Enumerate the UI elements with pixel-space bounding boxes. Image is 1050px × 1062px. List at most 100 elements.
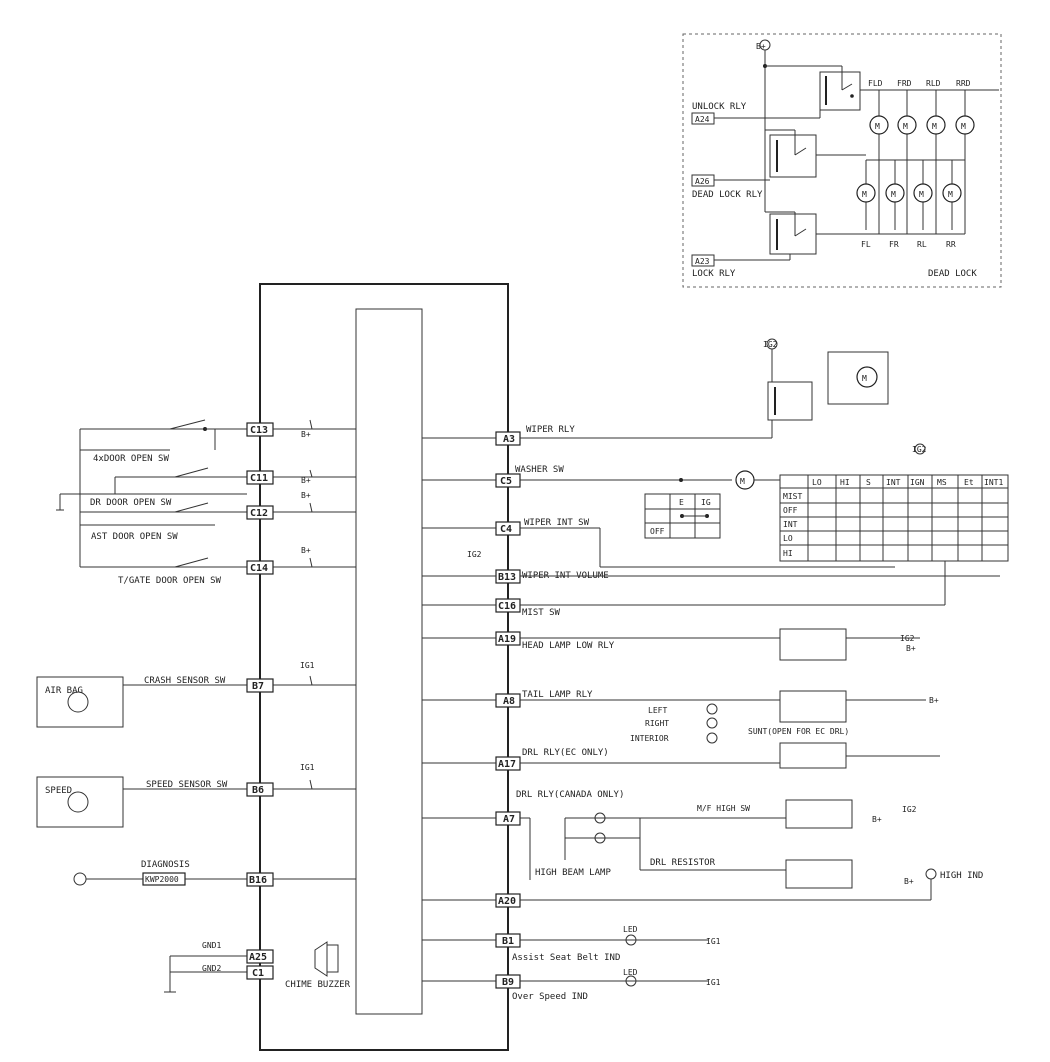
motor-label-fl: FL: [861, 240, 871, 249]
drl-resistor-label: DRL RESISTOR: [650, 858, 716, 868]
lamp-left-label: LEFT: [648, 706, 667, 715]
pullups: B+ B+ B+ B+ IG1 IG1: [273, 419, 356, 790]
mf-high-switch: [785, 799, 853, 829]
pin-c11-id: C11: [250, 473, 268, 484]
washer-col-ig: IG: [701, 498, 711, 507]
supply-bplus-lock: B+: [756, 42, 766, 51]
unlock-relay: [819, 71, 861, 111]
wiper-col-ms: MS: [937, 478, 947, 487]
wiper-row-mist: MIST: [783, 492, 802, 501]
pin-b13-id: B13: [498, 572, 516, 583]
pin-c14-id: C14: [250, 563, 268, 574]
wiper-rly-label: WIPER RLY: [526, 425, 575, 435]
high-beam-lamp-label: HIGH BEAM LAMP: [535, 868, 611, 878]
wiper-row-lo: LO: [783, 534, 793, 543]
pin-b6-id: B6: [252, 785, 264, 796]
pin-a20-id: A20: [498, 896, 516, 907]
airbag-label: AIR BAG: [45, 686, 83, 696]
lamp-interior-label: INTERIOR: [630, 734, 669, 743]
mf-high-label: M/F HIGH SW: [697, 804, 750, 813]
lamp-interior-icon: [706, 732, 718, 744]
lamp-right-icon: [706, 717, 718, 729]
drl-ec-relay: [779, 742, 847, 769]
bplus-drl-label: B+: [904, 877, 914, 886]
wiper-row-int: INT: [783, 520, 798, 529]
ig1-led1-label: IG1: [706, 937, 721, 946]
drl-rly-ec-label: DRL RLY(EC ONLY): [522, 748, 609, 758]
tail-lamp-relay: [779, 690, 847, 723]
tail-lamp-rly-label: TAIL LAMP RLY: [522, 690, 593, 700]
led-indicators: LED IG1 LED IG1: [520, 925, 721, 987]
drl-canada-label: DRL RLY(CANADA ONLY): [516, 790, 624, 800]
wiper-col-et: Et: [964, 478, 974, 487]
motor-fl-icon: M: [862, 190, 867, 199]
dead-lock-relay: [769, 134, 817, 178]
wiper-motor-icon: M: [862, 374, 867, 383]
washer-switch-table: [644, 493, 721, 539]
b-plus-diag-terminal: [73, 872, 87, 886]
washer-sw-label: WASHER SW: [515, 465, 564, 475]
motor-label-frd: FRD: [897, 79, 912, 88]
pin-b7-id: B7: [252, 681, 264, 692]
wiper-row-hi: HI: [783, 549, 793, 558]
motor-label-fld: FLD: [868, 79, 883, 88]
high-ind-label: HIGH IND: [940, 871, 983, 881]
pin-c12-id: C12: [250, 508, 268, 519]
airbag-module: [36, 676, 124, 728]
motor-rr-icon: M: [948, 190, 953, 199]
assist-seat-belt-label: Assist Seat Belt IND: [512, 953, 620, 963]
washer-section: M E IG OFF: [520, 470, 780, 539]
gnd2-label: GND2: [202, 964, 221, 973]
top-motors: M M M M: [869, 90, 975, 234]
washer-col-e: E: [679, 498, 684, 507]
ig1-led2-label: IG1: [706, 978, 721, 987]
chime-buzzer-label: CHIME BUZZER: [285, 980, 351, 990]
door-switches: 4xDOOR OPEN SW DR DOOR OPEN SW AST DOOR …: [56, 419, 247, 586]
bplus-1-label: B+: [301, 430, 311, 439]
wiper-col-lo: LO: [812, 478, 822, 487]
wiper-switch-table: IG2 LO HI S INT IGN MS Et INT1 MIST OFF …: [520, 443, 1009, 606]
motor-label-rrd: RRD: [956, 79, 971, 88]
door-sw-ast-label: AST DOOR OPEN SW: [91, 532, 178, 542]
sunt-label: SUNT(OPEN FOR EC DRL): [748, 727, 849, 736]
drl-lamp-1-icon: [594, 812, 606, 824]
bplus-3-label: B+: [301, 491, 311, 500]
ecu-logic-block: [355, 308, 423, 1015]
pin-a17-id: A17: [498, 759, 516, 770]
drl-canada-relay: [785, 859, 853, 889]
pin-c1-id: C1: [252, 968, 264, 979]
motor-label-rr: RR: [946, 240, 956, 249]
dead-lock-rly-label: DEAD LOCK RLY: [692, 190, 763, 200]
ig2-mf-label: IG2: [902, 805, 917, 814]
speed-sensor-label: SPEED SENSOR SW: [146, 780, 228, 790]
motor-rl-icon: M: [919, 190, 924, 199]
chime-buzzer-icon: [314, 941, 339, 977]
head-lamp-low-rly-label: HEAD LAMP LOW RLY: [522, 641, 615, 651]
wiper-col-s: S: [866, 478, 871, 487]
wiper-int-sw-label: WIPER INT SW: [524, 518, 590, 528]
pin-c16-id: C16: [498, 601, 516, 612]
ig2-b13-label: IG2: [467, 550, 482, 559]
bplus-2-label: B+: [301, 476, 311, 485]
high-ind-icon: [925, 868, 937, 880]
diagnosis-label: DIAGNOSIS: [141, 860, 190, 870]
speed-label: SPEED: [45, 786, 72, 796]
bplus-headlamp-label: B+: [906, 644, 916, 653]
motor-label-rld: RLD: [926, 79, 941, 88]
washer-motor-icon: M: [740, 477, 745, 486]
motor-rld-icon: M: [932, 122, 937, 131]
pin-a25-id: A25: [249, 952, 267, 963]
lamp-right-label: RIGHT: [645, 719, 669, 728]
pin-a3-id: A3: [503, 434, 515, 445]
lamp-left-icon: [706, 703, 718, 715]
motor-rrd-icon: M: [961, 122, 966, 131]
over-speed-label: Over Speed IND: [512, 992, 588, 1002]
bplus-mf-label: B+: [872, 815, 882, 824]
ig2-table-label: IG2: [912, 445, 927, 454]
dead-lock-label: DEAD LOCK: [928, 269, 977, 279]
motor-frd-icon: M: [903, 122, 908, 131]
wiper-row-off: OFF: [783, 506, 798, 515]
unlock-rly-label: UNLOCK RLY: [692, 102, 747, 112]
washer-row-off: OFF: [650, 527, 665, 536]
wiper-col-int1: INT1: [984, 478, 1003, 487]
